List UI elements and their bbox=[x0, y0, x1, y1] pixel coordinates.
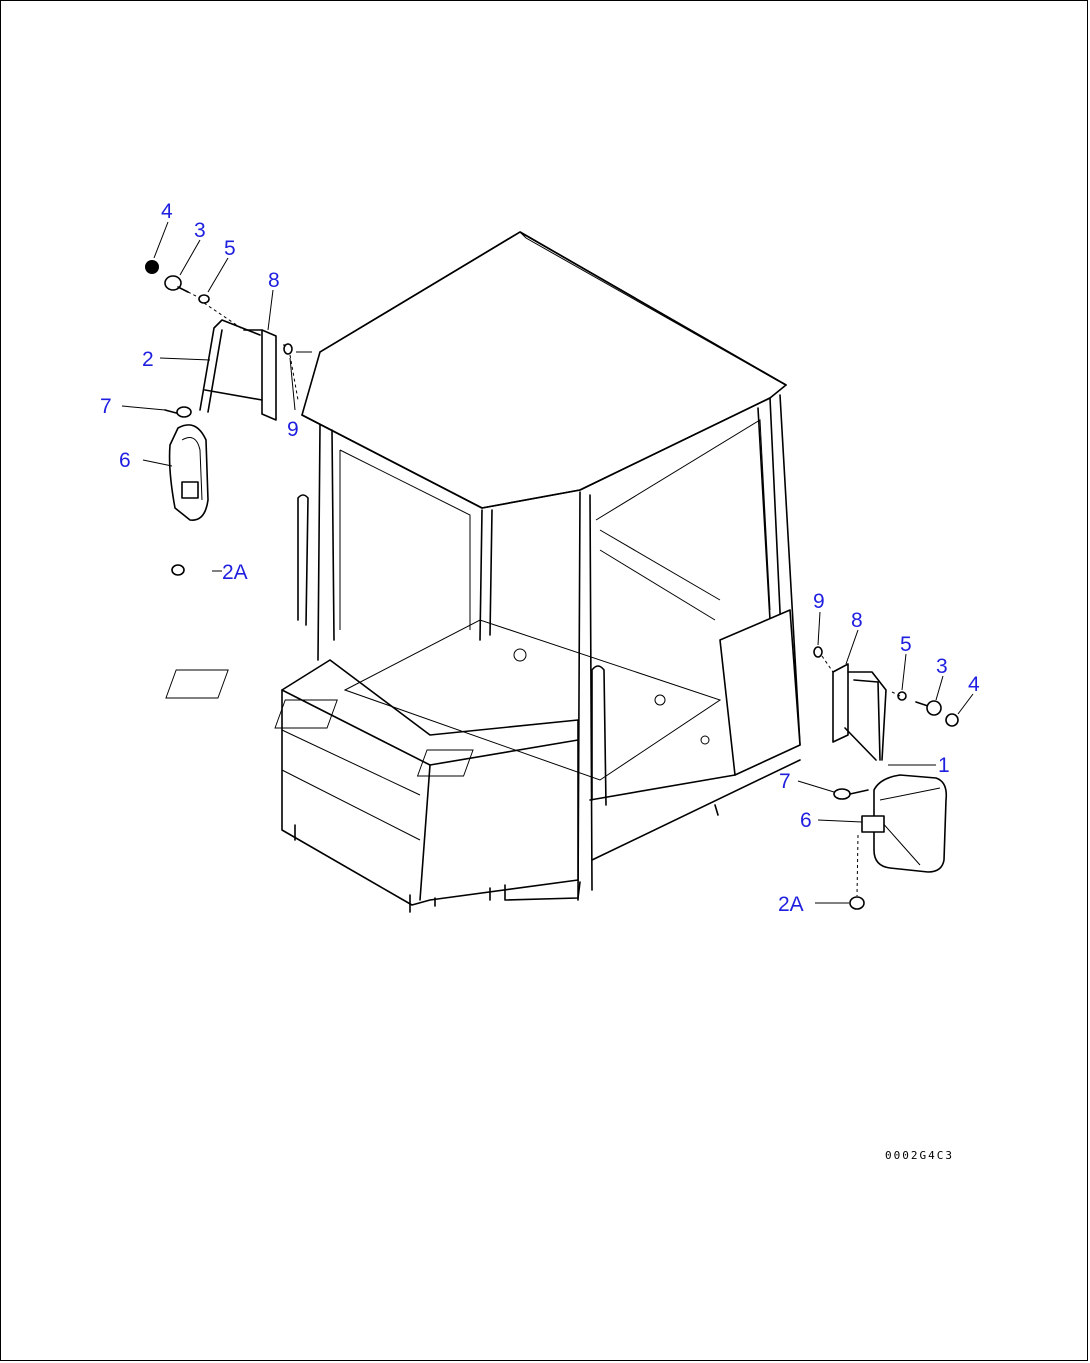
drawing-code: 0002G4C3 bbox=[885, 1149, 954, 1162]
right-pin-9 bbox=[813, 646, 823, 658]
right-nut-2a bbox=[849, 896, 865, 910]
cab-grab-handle-left bbox=[297, 494, 309, 626]
callout-left-5: 5 bbox=[224, 237, 236, 260]
callout-right-4: 4 bbox=[968, 673, 980, 696]
cab-floor bbox=[343, 619, 722, 781]
callout-right-8: 8 bbox=[851, 609, 863, 632]
cab-grab-handle-right bbox=[591, 665, 607, 806]
callout-right-3: 3 bbox=[936, 655, 948, 678]
left-nut-2a bbox=[171, 564, 185, 576]
cab-pillar-center bbox=[577, 491, 593, 901]
callout-right-7: 7 bbox=[779, 770, 791, 793]
callout-left-6: 6 bbox=[119, 449, 131, 472]
left-bracket-8 bbox=[243, 329, 277, 421]
right-bracket-8 bbox=[832, 663, 849, 743]
callout-right-1: 1 bbox=[938, 754, 950, 777]
cab-pillar-front-left bbox=[317, 424, 335, 661]
left-bolt-3 bbox=[164, 275, 189, 293]
callout-left-3: 3 bbox=[194, 219, 206, 242]
callout-right-6: 6 bbox=[800, 809, 812, 832]
right-washer-5 bbox=[897, 691, 907, 701]
callout-left-7: 7 bbox=[100, 395, 112, 418]
callout-left-2: 2 bbox=[142, 348, 154, 371]
leader-lines bbox=[121, 221, 974, 904]
right-bolt-3 bbox=[915, 700, 942, 716]
callouts-right: 9 8 5 3 4 1 7 6 2A bbox=[778, 590, 980, 916]
callout-left-4: 4 bbox=[161, 200, 173, 223]
callout-left-9: 9 bbox=[287, 418, 299, 441]
callout-left-2a: 2A bbox=[222, 561, 248, 584]
callout-right-9: 9 bbox=[813, 590, 825, 613]
cab-right-panel bbox=[719, 609, 801, 776]
callout-right-5: 5 bbox=[900, 633, 912, 656]
cab-roof bbox=[301, 231, 787, 509]
callout-right-2a: 2A bbox=[778, 893, 804, 916]
right-bolt-7 bbox=[833, 788, 869, 800]
right-mirror-assembly bbox=[813, 646, 959, 910]
right-stay-1 bbox=[844, 671, 887, 761]
left-mirror-assembly bbox=[145, 260, 312, 576]
left-nut-4 bbox=[145, 260, 159, 274]
cab-body bbox=[165, 231, 801, 913]
callouts-left: 4 3 5 8 2 7 9 6 2A bbox=[100, 200, 299, 584]
left-stay-2 bbox=[199, 319, 263, 413]
cab-pillar-rear bbox=[479, 509, 493, 641]
right-mirror-6 bbox=[861, 774, 948, 873]
left-washer-5 bbox=[198, 294, 210, 304]
cab-lower-console bbox=[281, 659, 579, 906]
callout-left-8: 8 bbox=[268, 269, 280, 292]
right-nut-4 bbox=[945, 713, 959, 727]
left-mirror-6 bbox=[168, 424, 209, 521]
